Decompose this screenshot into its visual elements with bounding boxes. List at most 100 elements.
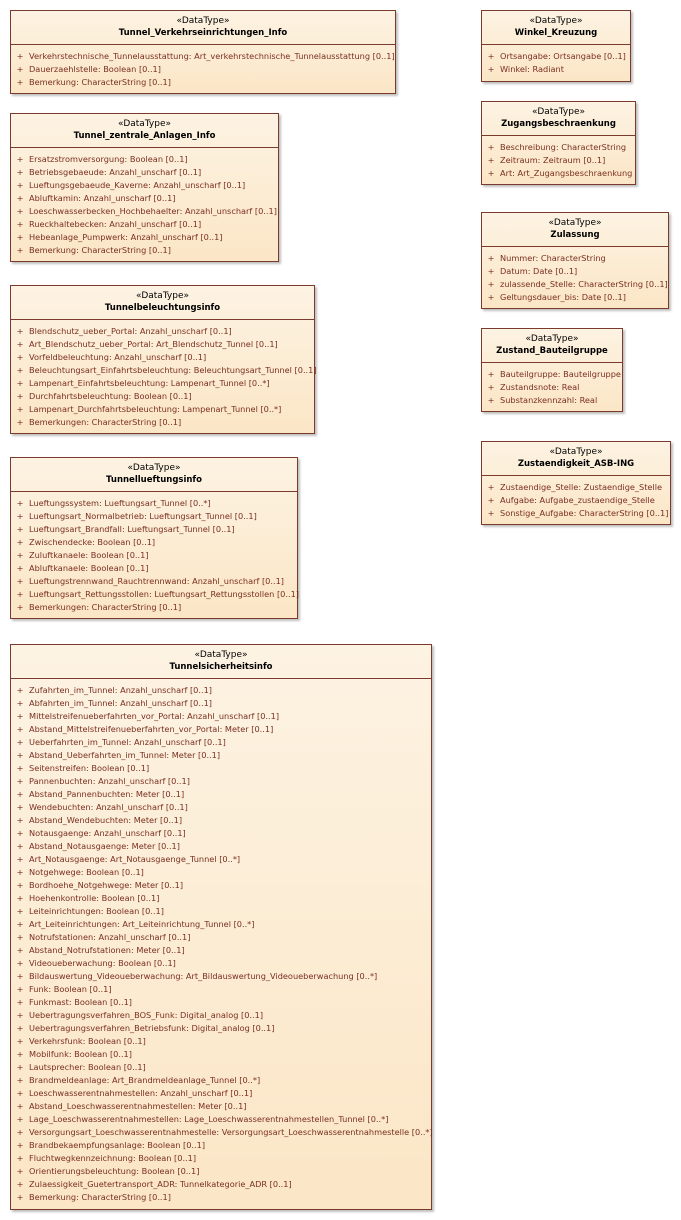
- attribute-row[interactable]: +Zuluftkanaele: Boolean [0..1]: [11, 549, 297, 562]
- attribute-row[interactable]: +Seitenstreifen: Boolean [0..1]: [11, 762, 431, 775]
- attribute-row[interactable]: +zulassende_Stelle: CharacterString [0..…: [482, 278, 668, 291]
- class-tunnellueftungsinfo[interactable]: «DataType»Tunnellueftungsinfo+Lueftungss…: [10, 457, 299, 619]
- attribute-row[interactable]: +Bemerkung: CharacterString [0..1]: [11, 1191, 431, 1204]
- attribute-row[interactable]: +Abstand_Mittelstreifenueberfahrten_vor_…: [11, 723, 431, 736]
- attribute-row[interactable]: +Aufgabe: Aufgabe_zustaendige_Stelle: [482, 494, 670, 507]
- attribute-row[interactable]: +Videoueberwachung: Boolean [0..1]: [11, 957, 431, 970]
- attribute-text: Notrufstationen: Anzahl_unscharf [0..1]: [29, 932, 191, 942]
- attribute-row[interactable]: +Lage_Loeschwasserentnahmestellen: Lage_…: [11, 1113, 431, 1126]
- attribute-row[interactable]: +Leiteinrichtungen: Boolean [0..1]: [11, 905, 431, 918]
- attribute-row[interactable]: +Lampenart_Durchfahrtsbeleuchtung: Lampe…: [11, 403, 314, 416]
- attribute-row[interactable]: +Dauerzaehlstelle: Boolean [0..1]: [11, 63, 395, 76]
- attribute-row[interactable]: +Notgehwege: Boolean [0..1]: [11, 866, 431, 879]
- attribute-row[interactable]: +Bordhoehe_Notgehwege: Meter [0..1]: [11, 879, 431, 892]
- attribute-row[interactable]: +Wendebuchten: Anzahl_unscharf [0..1]: [11, 801, 431, 814]
- attribute-text: Bemerkung: CharacterString [0..1]: [29, 245, 171, 255]
- attribute-text: Notgehwege: Boolean [0..1]: [29, 867, 144, 877]
- class-zugangsbeschraenkung[interactable]: «DataType»Zugangsbeschraenkung+Beschreib…: [481, 101, 636, 185]
- attribute-row[interactable]: +Art_Blendschutz_ueber_Portal: Art_Blend…: [11, 338, 314, 351]
- attribute-row[interactable]: +Funk: Boolean [0..1]: [11, 983, 431, 996]
- attribute-row[interactable]: +Uebertragungsverfahren_Betriebsfunk: Di…: [11, 1022, 431, 1035]
- attribute-row[interactable]: +Lampenart_Einfahrtsbeleuchtung: Lampena…: [11, 377, 314, 390]
- attribute-row[interactable]: +Mobilfunk: Boolean [0..1]: [11, 1048, 431, 1061]
- attribute-row[interactable]: +Beschreibung: CharacterString: [482, 141, 635, 154]
- attribute-row[interactable]: +Blendschutz_ueber_Portal: Anzahl_unscha…: [11, 325, 314, 338]
- attribute-row[interactable]: +Loeschwasserentnahmestellen: Anzahl_uns…: [11, 1087, 431, 1100]
- attribute-row[interactable]: +Ersatzstromversorgung: Boolean [0..1]: [11, 153, 278, 166]
- attribute-row[interactable]: +Lautsprecher: Boolean [0..1]: [11, 1061, 431, 1074]
- attribute-row[interactable]: +Loeschwasserbecken_Hochbehaelter: Anzah…: [11, 205, 278, 218]
- attribute-row[interactable]: +Datum: Date [0..1]: [482, 265, 668, 278]
- attribute-row[interactable]: +Brandbekaempfungsanlage: Boolean [0..1]: [11, 1139, 431, 1152]
- attribute-row[interactable]: +Abfahrten_im_Tunnel: Anzahl_unscharf [0…: [11, 697, 431, 710]
- attribute-row[interactable]: +Abstand_Wendebuchten: Meter [0..1]: [11, 814, 431, 827]
- class-tunnelsicherheitsinfo[interactable]: «DataType»Tunnelsicherheitsinfo+Zufahrte…: [10, 644, 433, 1210]
- attribute-row[interactable]: +Bemerkungen: CharacterString [0..1]: [11, 416, 314, 429]
- attribute-row[interactable]: +Beleuchtungsart_Einfahrtsbeleuchtung: B…: [11, 364, 317, 377]
- attribute-row[interactable]: + Bemerkung: CharacterString [0..1]: [11, 244, 278, 257]
- attribute-row[interactable]: +Zeitraum: Zeitraum [0..1]: [482, 154, 635, 167]
- attribute-row[interactable]: +Fluchtwegkennzeichnung: Boolean [0..1]: [11, 1152, 431, 1165]
- attribute-row[interactable]: +Rueckhaltebecken: Anzahl_unscharf [0..1…: [11, 218, 278, 231]
- class-tunnel-verkehrseinrichtungen-info[interactable]: «DataType»Tunnel_Verkehrseinrichtungen_I…: [10, 10, 396, 94]
- attribute-row[interactable]: +Art_Notausgaenge: Art_Notausgaenge_Tunn…: [11, 853, 431, 866]
- attribute-row[interactable]: +Lueftungsart_Brandfall: Lueftungsart_Tu…: [11, 523, 297, 536]
- visibility-marker: +: [16, 339, 24, 349]
- visibility-marker: +: [16, 245, 24, 255]
- attribute-row[interactable]: +Bildauswertung_Videoueberwachung: Art_B…: [11, 970, 431, 983]
- attribute-row[interactable]: +Bemerkungen: CharacterString [0..1]: [11, 601, 297, 614]
- attribute-row[interactable]: +Nummer: CharacterString: [482, 252, 668, 265]
- class-zulassung[interactable]: «DataType»Zulassung+Nummer: CharacterStr…: [481, 212, 669, 309]
- attribute-row[interactable]: +Orientierungsbeleuchtung: Boolean [0..1…: [11, 1165, 431, 1178]
- attribute-row[interactable]: +Abstand_Notausgaenge: Meter [0..1]: [11, 840, 431, 853]
- attribute-row[interactable]: +Bauteilgruppe: Bauteilgruppe: [482, 368, 622, 381]
- attribute-row[interactable]: +Mittelstreifenueberfahrten_vor_Portal: …: [11, 710, 431, 723]
- visibility-marker: +: [16, 352, 24, 362]
- attribute-row[interactable]: +Versorgungsart_Loeschwasserentnahmestel…: [11, 1126, 433, 1139]
- attribute-row[interactable]: +Abstand_Ueberfahrten_im_Tunnel: Meter […: [11, 749, 431, 762]
- attribute-row[interactable]: +Bemerkung: CharacterString [0..1]: [11, 76, 395, 89]
- attribute-row[interactable]: +Verkehrsfunk: Boolean [0..1]: [11, 1035, 431, 1048]
- attribute-row[interactable]: +Substanzkennzahl: Real: [482, 394, 622, 407]
- attribute-row[interactable]: +Ortsangabe: Ortsangabe [0..1]: [482, 50, 630, 63]
- attribute-row[interactable]: +Betriebsgebaeude: Anzahl_unscharf [0..1…: [11, 166, 278, 179]
- attribute-row[interactable]: +Uebertragungsverfahren_BOS_Funk: Digita…: [11, 1009, 431, 1022]
- attribute-row[interactable]: +Pannenbuchten: Anzahl_unscharf [0..1]: [11, 775, 431, 788]
- attribute-row[interactable]: +Hebeanlage_Pumpwerk: Anzahl_unscharf [0…: [11, 231, 278, 244]
- attribute-row[interactable]: +Abstand_Notrufstationen: Meter [0..1]: [11, 944, 431, 957]
- attribute-row[interactable]: +Lueftungssystem: Lueftungsart_Tunnel [0…: [11, 497, 297, 510]
- attribute-row[interactable]: +Winkel: Radiant: [482, 63, 630, 76]
- attribute-row[interactable]: +Abstand_Loeschwasserentnahmestellen: Me…: [11, 1100, 431, 1113]
- attribute-row[interactable]: +Sonstige_Aufgabe: CharacterString [0..1…: [482, 507, 670, 520]
- attribute-row[interactable]: +Notrufstationen: Anzahl_unscharf [0..1]: [11, 931, 431, 944]
- attribute-row[interactable]: +Hoehenkontrolle: Boolean [0..1]: [11, 892, 431, 905]
- attribute-row[interactable]: +Zustandsnote: Real: [482, 381, 622, 394]
- attribute-row[interactable]: +Lueftungsart_Rettungsstollen: Lueftungs…: [11, 588, 299, 601]
- attribute-row[interactable]: +Durchfahrtsbeleuchtung: Boolean [0..1]: [11, 390, 314, 403]
- attribute-row[interactable]: +Zufahrten_im_Tunnel: Anzahl_unscharf [0…: [11, 684, 431, 697]
- attribute-row[interactable]: +Notausgaenge: Anzahl_unscharf [0..1]: [11, 827, 431, 840]
- attribute-row[interactable]: +Lueftungsgebaeude_Kaverne: Anzahl_unsch…: [11, 179, 278, 192]
- attribute-row[interactable]: +Lueftungsart_Normalbetrieb: Lueftungsar…: [11, 510, 297, 523]
- attribute-row[interactable]: +Verkehrstechnische_Tunnelausstattung: A…: [11, 50, 395, 63]
- attribute-row[interactable]: +Geltungsdauer_bis: Date [0..1]: [482, 291, 668, 304]
- attribute-row[interactable]: +Art_Leiteinrichtungen: Art_Leiteinricht…: [11, 918, 431, 931]
- attribute-row[interactable]: +Abluftkanaele: Boolean [0..1]: [11, 562, 297, 575]
- class-zustaendigkeit-asb-ing[interactable]: «DataType»Zustaendigkeit_ASB-ING+Zustaen…: [481, 441, 671, 525]
- attribute-row[interactable]: +Art: Art_Zugangsbeschraenkung: [482, 167, 635, 180]
- attribute-row[interactable]: +Zustaendige_Stelle: Zustaendige_Stelle: [482, 481, 670, 494]
- class-tunnel-zentrale-anlagen-info[interactable]: «DataType»Tunnel_zentrale_Anlagen_Info+E…: [10, 113, 279, 262]
- class-tunnelbeleuchtungsinfo[interactable]: «DataType»Tunnelbeleuchtungsinfo+Blendsc…: [10, 285, 317, 434]
- attribute-row[interactable]: +Vorfeldbeleuchtung: Anzahl_unscharf [0.…: [11, 351, 314, 364]
- attribute-row[interactable]: +Ueberfahrten_im_Tunnel: Anzahl_unscharf…: [11, 736, 431, 749]
- class-zustand-bauteilgruppe[interactable]: «DataType»Zustand_Bauteilgruppe+Bauteilg…: [481, 328, 623, 412]
- attribute-row[interactable]: +Lueftungstrennwand_Rauchtrennwand: Anza…: [11, 575, 297, 588]
- attribute-row[interactable]: +Zwischendecke: Boolean [0..1]: [11, 536, 297, 549]
- attribute-row[interactable]: +Funkmast: Boolean [0..1]: [11, 996, 431, 1009]
- attribute-row[interactable]: +Abstand_Pannenbuchten: Meter [0..1]: [11, 788, 431, 801]
- attribute-row[interactable]: +Zulaessigkeit_Guetertransport_ADR: Tunn…: [11, 1178, 431, 1191]
- attribute-text: Lautsprecher: Boolean [0..1]: [29, 1062, 146, 1072]
- attribute-row[interactable]: +Brandmeldeanlage: Art_Brandmeldeanlage_…: [11, 1074, 431, 1087]
- class-winkel-kreuzung[interactable]: «DataType»Winkel_Kreuzung+Ortsangabe: Or…: [481, 10, 631, 82]
- attribute-row[interactable]: +Abluftkamin: Anzahl_unscharf [0..1]: [11, 192, 278, 205]
